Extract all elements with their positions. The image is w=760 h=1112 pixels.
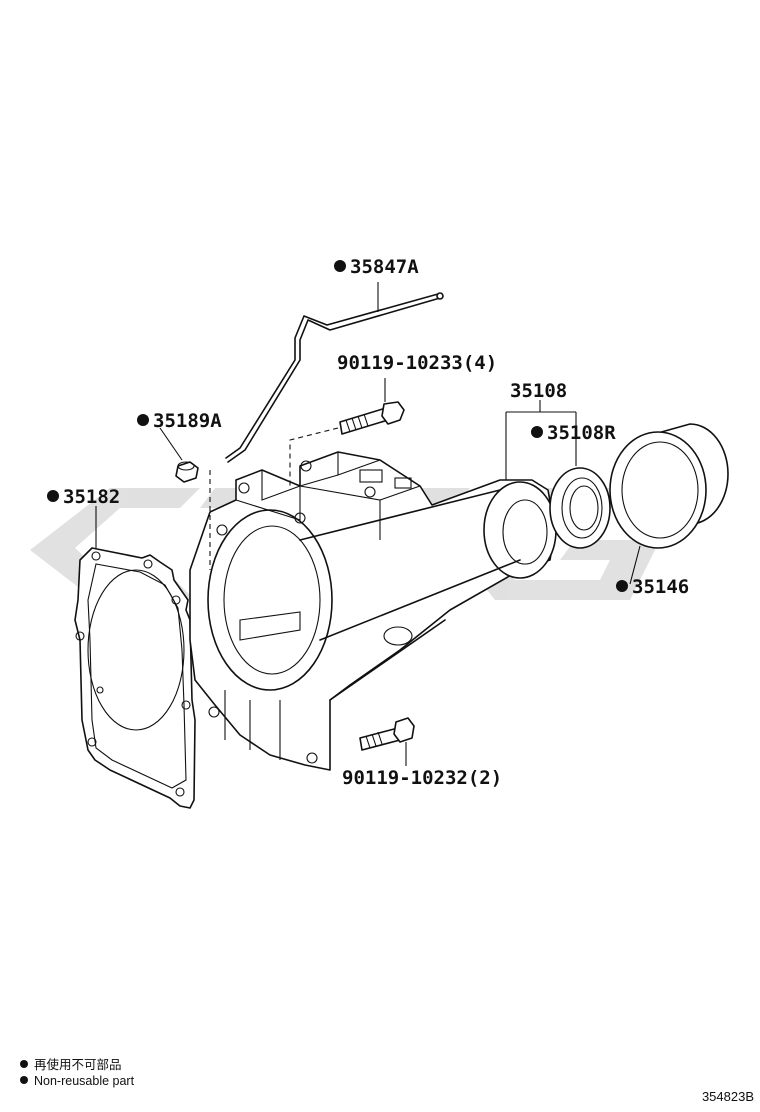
label-90119-10232[interactable]: 90119-10232(2) bbox=[342, 767, 502, 789]
legend-line-japanese: 再使用不可部品 bbox=[34, 1057, 122, 1072]
part-labels: 35847A 90119-10233(4) 35108 35108R 35189… bbox=[47, 256, 689, 789]
non-reusable-marker bbox=[137, 414, 149, 426]
legend-marker bbox=[20, 1060, 28, 1068]
part-number: 35182 bbox=[63, 486, 120, 508]
part-number: 35108R bbox=[547, 422, 616, 444]
non-reusable-marker bbox=[334, 260, 346, 272]
label-35108[interactable]: 35108 bbox=[510, 380, 567, 402]
label-90119-10233[interactable]: 90119-10233(4) bbox=[337, 352, 497, 374]
part-number: 35108 bbox=[510, 380, 567, 402]
bolt-90119-10233-drawing bbox=[339, 401, 405, 435]
part-number: 90119-10233(4) bbox=[337, 352, 497, 374]
figure-id: 354823B bbox=[702, 1089, 754, 1104]
label-35182[interactable]: 35182 bbox=[47, 486, 120, 508]
non-reusable-marker bbox=[47, 490, 59, 502]
leader-lines bbox=[95, 282, 641, 766]
label-35108R[interactable]: 35108R bbox=[531, 422, 616, 444]
part-number: 35146 bbox=[632, 576, 689, 598]
oil-seal-35108R-drawing bbox=[549, 467, 611, 549]
non-reusable-marker bbox=[616, 580, 628, 592]
extension-housing-35108-drawing bbox=[189, 451, 557, 771]
bolt-90119-10232-drawing bbox=[359, 717, 415, 751]
legend-marker bbox=[20, 1076, 28, 1084]
part-number: 35847A bbox=[350, 256, 419, 278]
part-number: 35189A bbox=[153, 410, 222, 432]
part-number: 90119-10232(2) bbox=[342, 767, 502, 789]
label-35847A[interactable]: 35847A bbox=[334, 256, 419, 278]
label-35146[interactable]: 35146 bbox=[616, 576, 689, 598]
legend-line-english: Non-reusable part bbox=[34, 1074, 135, 1088]
gasket-35182-drawing bbox=[74, 547, 196, 809]
dust-deflector-35146-drawing bbox=[609, 423, 729, 549]
label-35189A[interactable]: 35189A bbox=[137, 410, 222, 432]
breather-plug-35189A-drawing bbox=[175, 461, 199, 483]
legend: 再使用不可部品 Non-reusable part bbox=[20, 1057, 135, 1088]
breather-tube-35847A-drawing bbox=[225, 292, 444, 463]
non-reusable-marker bbox=[531, 426, 543, 438]
